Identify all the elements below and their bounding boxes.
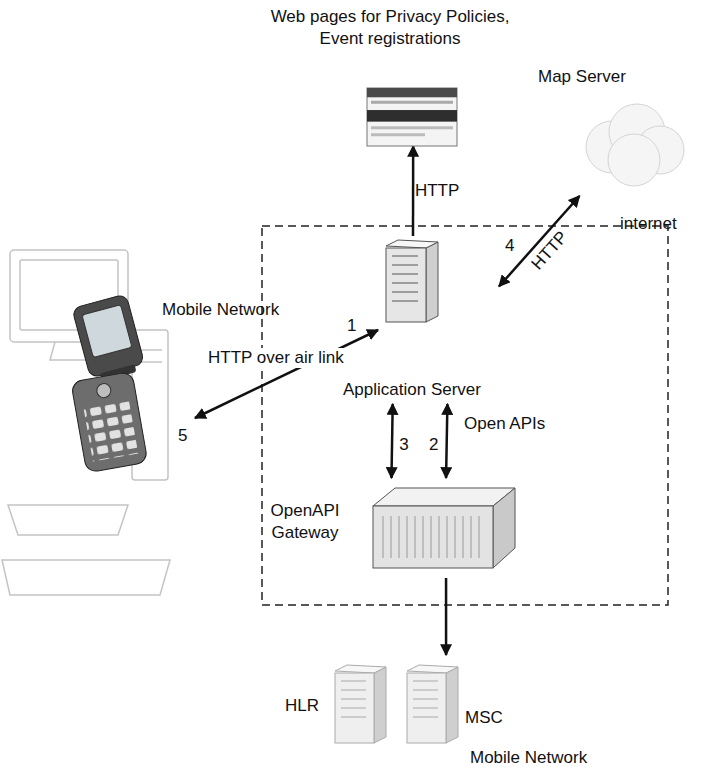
gateway-box — [373, 488, 515, 568]
internet-cloud — [582, 102, 687, 187]
msc: MSC — [405, 665, 515, 745]
node-label: OpenAPI Gateway — [255, 500, 355, 544]
edge-label: HTTP — [413, 181, 461, 201]
diagram-label: Mobile Network — [160, 300, 281, 320]
connector-arrow — [445, 578, 448, 655]
edge-label: 2 — [427, 435, 440, 455]
node-label: Web pages for Privacy Policies, Event re… — [265, 6, 515, 50]
connector-arrow — [412, 146, 415, 236]
map-server: Map Server — [530, 66, 695, 196]
connector-arrow — [446, 404, 447, 478]
hlr: HLR — [285, 665, 400, 745]
node-label: Mobile Network — [470, 747, 598, 769]
mobile-phone — [71, 294, 148, 473]
network-server — [405, 665, 460, 745]
edge-label: 3 — [397, 435, 410, 455]
node-label: Application Server — [327, 379, 497, 401]
edge-label: HTTP — [526, 226, 573, 276]
connector-arrow — [391, 404, 392, 478]
server-tower — [384, 240, 440, 324]
connector-arrow — [499, 196, 580, 286]
network-boundary — [262, 226, 668, 605]
openapi-gateway: OpenAPI Gateway — [255, 478, 520, 578]
diagram-label: 5 — [176, 426, 189, 446]
diagram-label: 4 — [503, 236, 516, 256]
diagram-label: 1 — [345, 316, 358, 336]
web-pages: Web pages for Privacy Policies, Event re… — [265, 6, 517, 146]
desktop-computer — [2, 250, 170, 595]
diagram-label: HTTP over air link — [206, 348, 346, 368]
diagram-label: internet — [618, 214, 679, 234]
network-server — [333, 665, 388, 745]
node-label: Map Server — [538, 66, 688, 88]
air-link-arrow — [195, 330, 378, 418]
mobile-network: Mobile Network HLR MSC — [280, 655, 600, 773]
node-label: HLR — [285, 695, 329, 717]
node-label: MSC — [465, 707, 513, 729]
diagram-label: Open APIs — [462, 414, 547, 434]
web-page-icon — [367, 88, 457, 146]
